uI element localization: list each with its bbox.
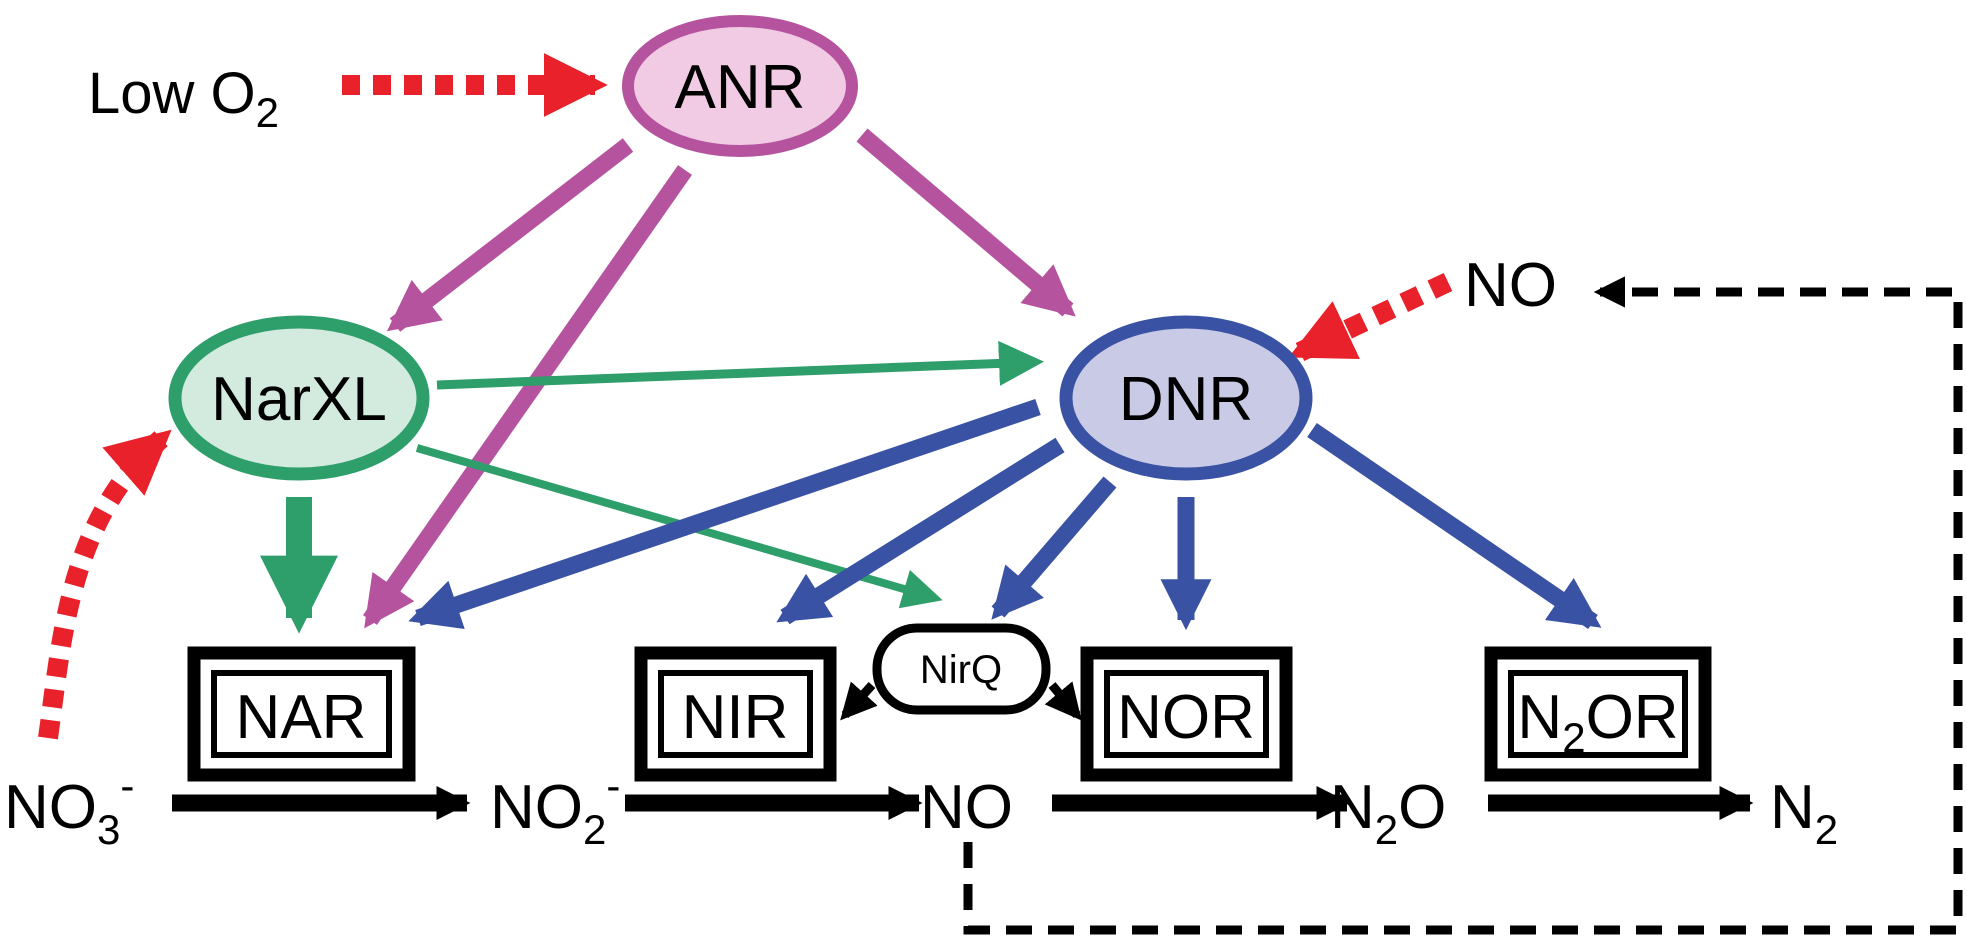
no-feedback-loop-arrow <box>963 276 1963 935</box>
narxl-ellipse <box>168 315 430 481</box>
anr-label: ANR <box>675 53 806 122</box>
dnr-to-n2or-arrow <box>1307 422 1602 630</box>
nar-enzyme: NAR <box>187 646 416 782</box>
anr-to-dnr-arrow <box>856 128 1076 317</box>
nor-enzyme: NOR <box>1080 646 1293 782</box>
n2or-inner-box <box>1508 670 1688 758</box>
n2or-label: N2OR <box>1517 683 1678 761</box>
anr-node: ANR <box>622 15 858 157</box>
nirq-to-nor-arrow <box>1044 681 1082 721</box>
dnr-to-nirq-arrow <box>991 476 1117 620</box>
dnr-node: DNR <box>1059 315 1313 481</box>
nirq-to-nir-arrow <box>840 681 878 721</box>
dnr-ellipse <box>1059 315 1313 481</box>
dnr-to-nar-arrow <box>408 398 1041 629</box>
no3-to-narxl-arrow <box>38 429 172 740</box>
no2-label: NO2- <box>490 762 620 853</box>
narxl-node: NarXL <box>168 315 430 481</box>
signal-arrows <box>38 52 1453 740</box>
anr-to-narxl-arrow <box>386 138 634 332</box>
n2o-label: N2O <box>1330 773 1446 853</box>
nor-inner-box <box>1104 670 1269 758</box>
no-to-dnr-arrow <box>1288 272 1453 362</box>
nar-inner-box <box>211 670 392 758</box>
no3-label: NO3- <box>4 762 134 853</box>
anr-arrows <box>363 128 1076 629</box>
no-label: NO <box>920 773 1013 842</box>
narxl-label: NarXL <box>211 365 387 434</box>
nir-label: NIR <box>682 683 789 752</box>
dnr-arrows <box>408 398 1602 631</box>
nor-label: NOR <box>1117 683 1255 752</box>
n2or-enzyme: N2OR <box>1484 646 1712 782</box>
n2-label: N2 <box>1770 773 1838 853</box>
nirq-node: NirQ <box>872 623 1051 715</box>
no-signal-label: NO <box>1464 251 1557 320</box>
nirq-box <box>872 623 1051 715</box>
anr-to-nar-arrow <box>363 165 692 629</box>
narxl-to-dnr-arrow <box>436 340 1044 390</box>
nir-enzyme: NIR <box>634 646 837 782</box>
dnr-label: DNR <box>1119 365 1253 434</box>
dnr-to-nir-arrow <box>776 437 1065 625</box>
nirq-label: NirQ <box>920 648 1002 692</box>
low-o2-label: Low O2 <box>88 61 279 136</box>
nar-label: NAR <box>236 683 367 752</box>
anr-ellipse <box>622 15 858 157</box>
nir-inner-box <box>658 670 813 758</box>
